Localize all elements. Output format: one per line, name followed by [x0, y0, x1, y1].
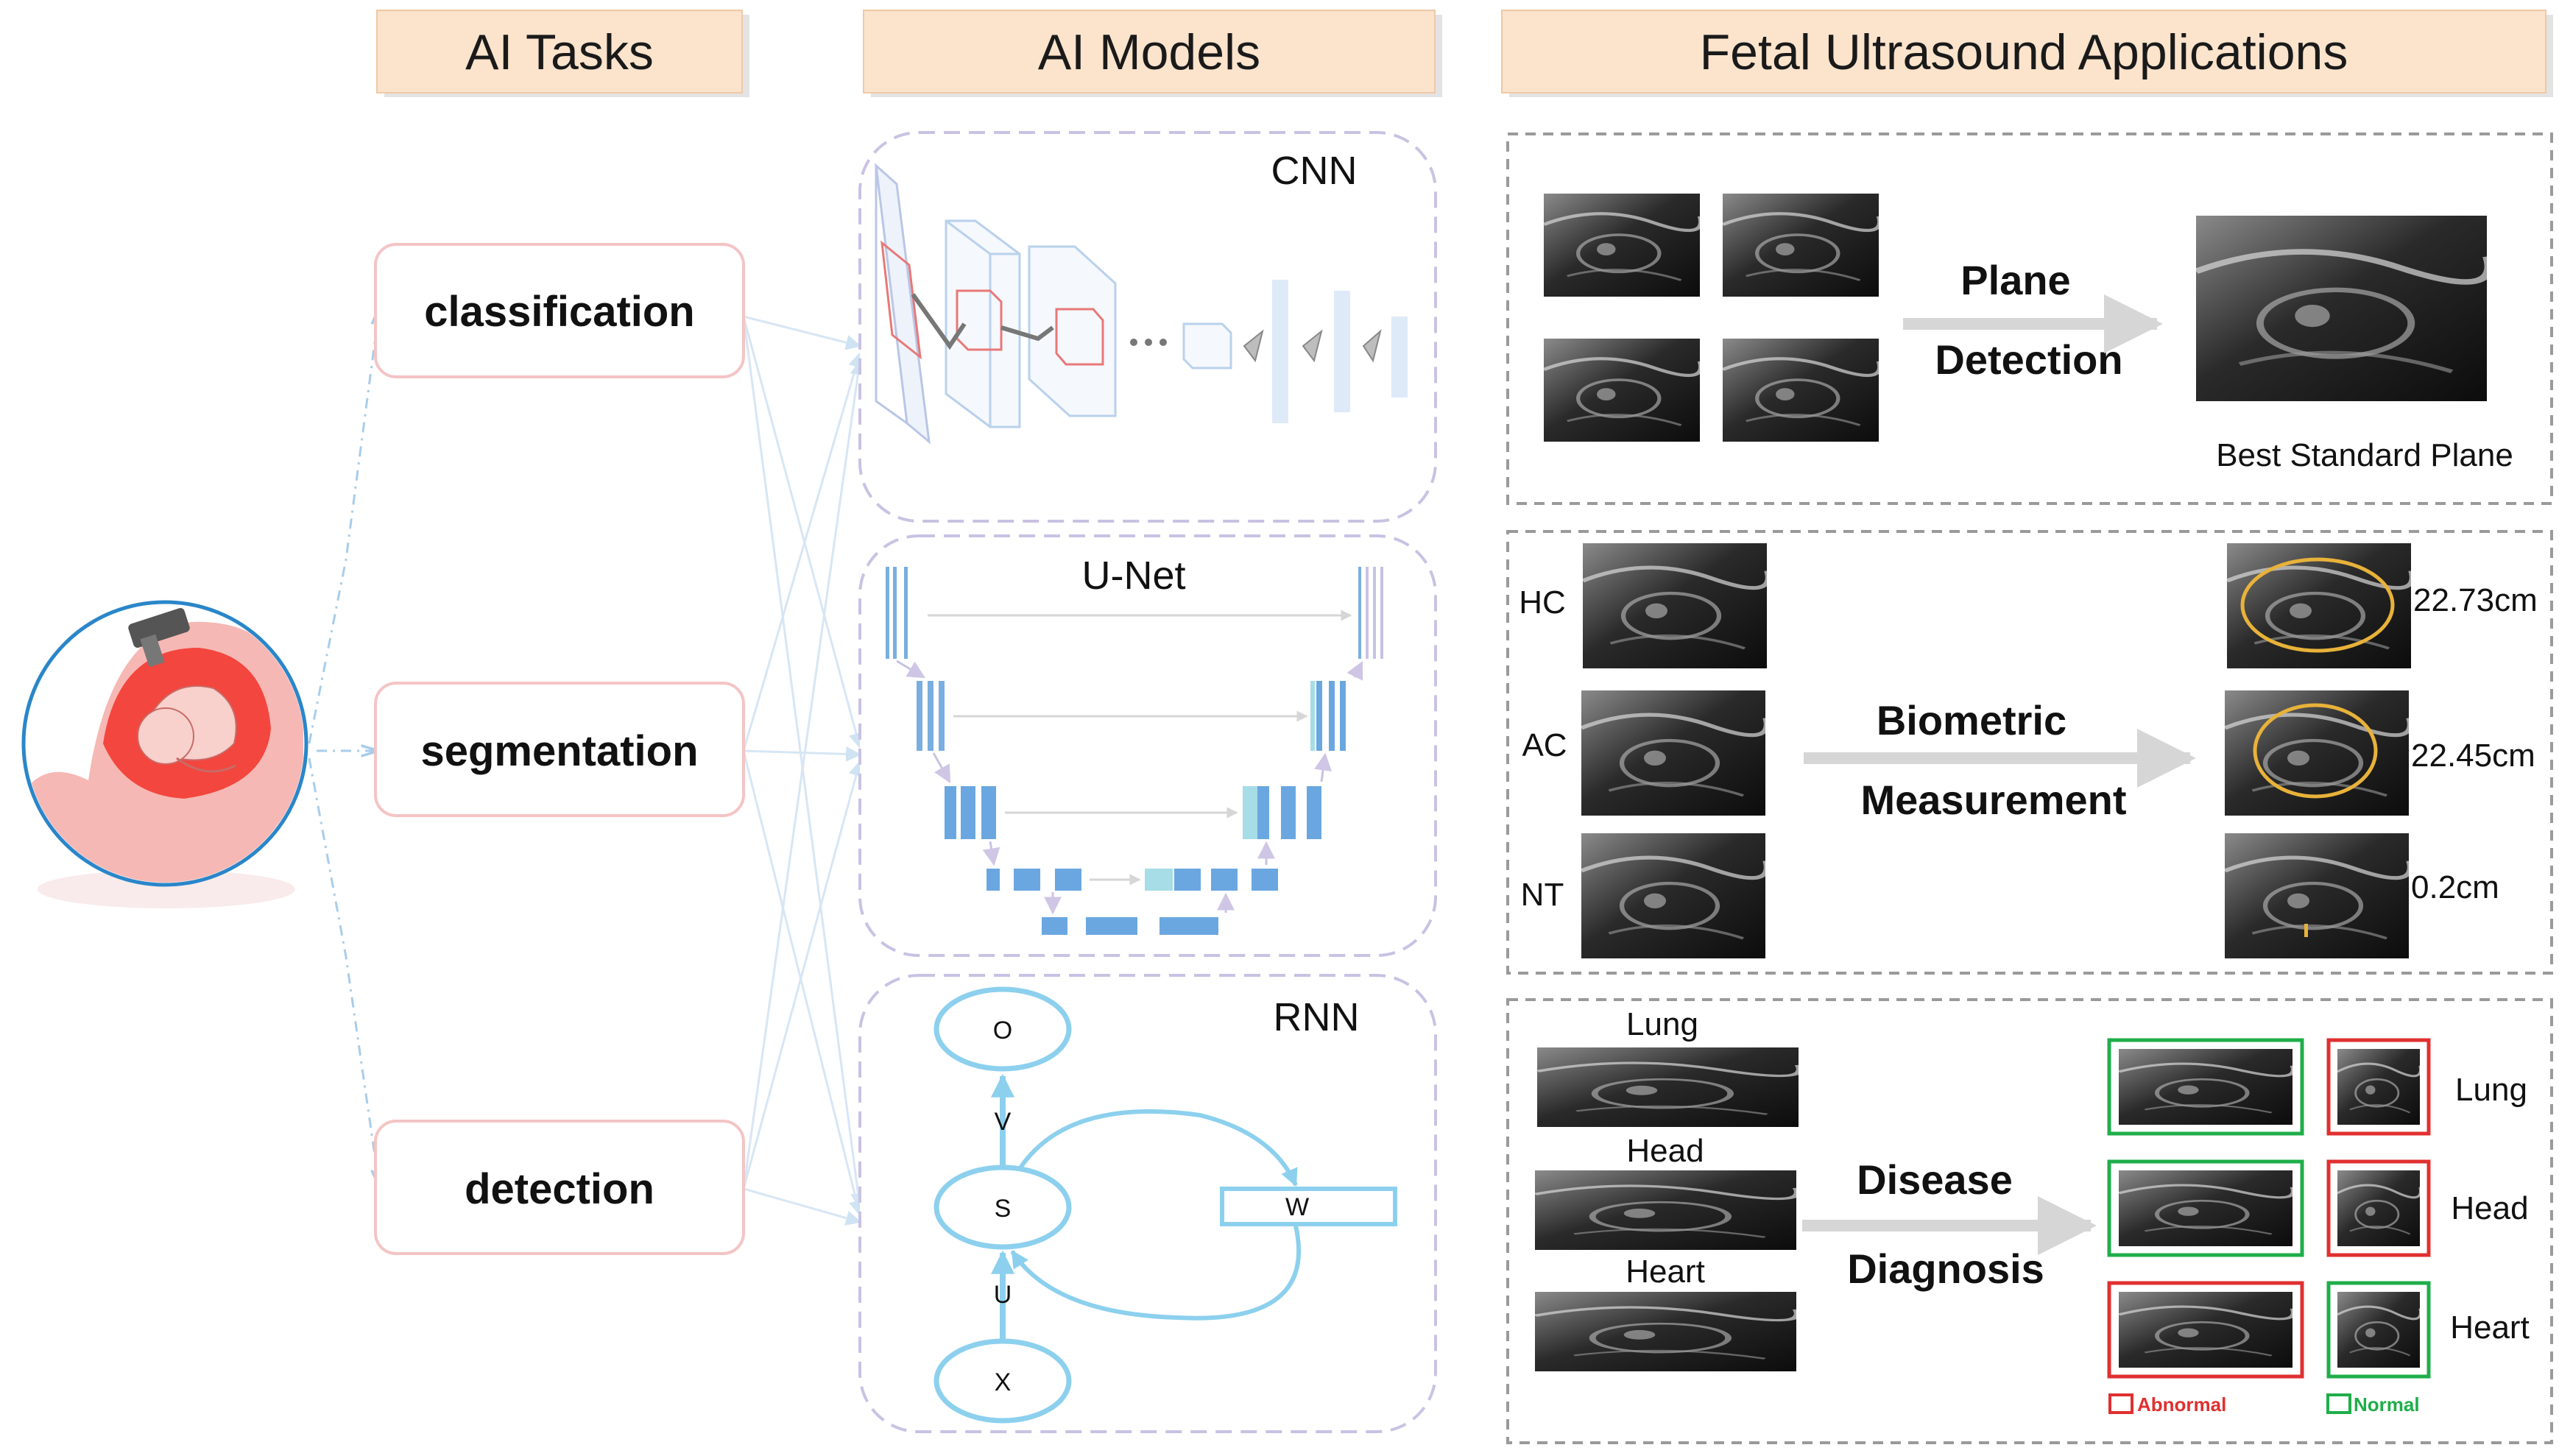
- hc-measure-ring: [2240, 557, 2395, 653]
- biometric-value-nt: 0.2cm: [2411, 869, 2499, 905]
- ac-measure-ring: [2253, 703, 2378, 799]
- biometric-label-hc: HC: [1519, 584, 1566, 621]
- lung-normal-image: [2119, 1049, 2293, 1125]
- rnn-node-o: [933, 986, 1072, 1072]
- rnn-label-o: O: [993, 1017, 1012, 1045]
- fetus-task-connectors: [308, 309, 379, 1185]
- biometric-title-1: Biometric: [1877, 697, 2066, 743]
- plane-input-image-3: [1544, 339, 1701, 442]
- unet-architecture-icon: [886, 567, 1383, 935]
- task-classification-label: classification: [424, 288, 694, 336]
- disease-output-lung-label: Lung: [2455, 1072, 2527, 1108]
- head-abnormal-image: [2337, 1170, 2420, 1246]
- task-detection-label: detection: [465, 1165, 654, 1213]
- plane-detection-title-1: Plane: [1960, 257, 2070, 303]
- disease-input-lung-image: [1537, 1047, 1800, 1127]
- legend-normal-label: Normal: [2354, 1393, 2420, 1416]
- model-rnn-panel: RNN O S X V U W: [858, 974, 1437, 1433]
- plane-input-image-4: [1723, 339, 1879, 442]
- heart-normal-image: [2337, 1292, 2420, 1368]
- legend-normal-swatch: [2326, 1393, 2351, 1414]
- model-cnn-panel: CNN: [858, 131, 1437, 523]
- rnn-label-x: X: [995, 1368, 1012, 1396]
- heart-abnormal-image: [2119, 1292, 2293, 1368]
- app-disease-panel: Lung Head Heart Disease Diagnosis Lung H…: [1506, 998, 2553, 1444]
- nt-measure-mark: [2304, 924, 2308, 937]
- rnn-label-v: V: [995, 1108, 1012, 1136]
- task-model-connectors: [742, 315, 866, 1226]
- rnn-node-s: [933, 1165, 1072, 1250]
- rnn-label-s: S: [995, 1195, 1012, 1223]
- task-segmentation-label: segmentation: [420, 727, 698, 775]
- legend-abnormal-label: Abnormal: [2137, 1393, 2226, 1416]
- task-detection: detection: [374, 1120, 745, 1255]
- model-unet-label: U-Net: [1081, 554, 1185, 598]
- model-unet-panel: U-Net: [858, 534, 1437, 957]
- task-classification: classification: [374, 243, 745, 378]
- disease-output-head-label: Head: [2451, 1190, 2528, 1226]
- model-rnn-label: RNN: [1274, 995, 1360, 1039]
- fetus-illustration: [21, 600, 308, 908]
- model-cnn-label: CNN: [1271, 149, 1358, 193]
- biometric-input-nt: [1581, 833, 1767, 958]
- header-ai-models-text: AI Models: [1038, 24, 1260, 80]
- biometric-input-ac: [1581, 690, 1767, 816]
- header-ai-tasks-text: AI Tasks: [465, 24, 654, 80]
- lung-abnormal-image: [2337, 1049, 2420, 1125]
- header-ai-models: AI Models: [863, 10, 1442, 97]
- biometric-output-nt: [2225, 833, 2410, 958]
- rnn-weight-box: [1220, 1187, 1397, 1226]
- disease-title-1: Disease: [1857, 1156, 2013, 1203]
- app-plane-detection-panel: Plane Detection Best Standard Plane: [1506, 132, 2553, 505]
- task-segmentation: segmentation: [374, 682, 745, 817]
- rnn-node-x: [933, 1338, 1072, 1424]
- legend-abnormal-swatch: [2108, 1393, 2133, 1414]
- best-standard-plane-image: [2196, 216, 2488, 401]
- header-ai-tasks: AI Tasks: [376, 10, 749, 97]
- header-applications: Fetal Ultrasound Applications: [1501, 10, 2553, 97]
- plane-input-image-2: [1723, 194, 1879, 297]
- app-biometric-panel: HC AC NT Biometric Measurement 22.73cm 2…: [1506, 530, 2553, 975]
- disease-title-2: Diagnosis: [1847, 1245, 2044, 1292]
- disease-input-lung-label: Lung: [1626, 1006, 1698, 1042]
- disease-input-heart-label: Heart: [1626, 1254, 1705, 1290]
- cnn-architecture-icon: [875, 163, 1408, 445]
- disease-output-heart-label: Heart: [2450, 1310, 2530, 1346]
- rnn-architecture-icon: O S X V U W: [933, 986, 1397, 1424]
- biometric-label-nt: NT: [1521, 877, 1564, 913]
- biometric-value-hc: 22.73cm: [2413, 582, 2538, 618]
- biometric-input-hc: [1583, 543, 1768, 668]
- plane-detection-title-2: Detection: [1935, 336, 2122, 383]
- best-standard-plane-caption: Best Standard Plane: [2216, 437, 2513, 473]
- head-normal-image: [2119, 1170, 2293, 1246]
- header-applications-text: Fetal Ultrasound Applications: [1700, 24, 2348, 80]
- disease-input-head-label: Head: [1626, 1133, 1704, 1169]
- biometric-value-ac: 22.45cm: [2411, 738, 2535, 774]
- biometric-title-2: Measurement: [1860, 777, 2126, 823]
- disease-input-head-image: [1535, 1170, 1798, 1250]
- rnn-label-u: U: [994, 1281, 1012, 1309]
- disease-input-heart-image: [1535, 1292, 1798, 1371]
- biometric-label-ac: AC: [1522, 727, 1567, 763]
- plane-input-image-1: [1544, 194, 1701, 297]
- rnn-label-w: W: [1285, 1193, 1309, 1221]
